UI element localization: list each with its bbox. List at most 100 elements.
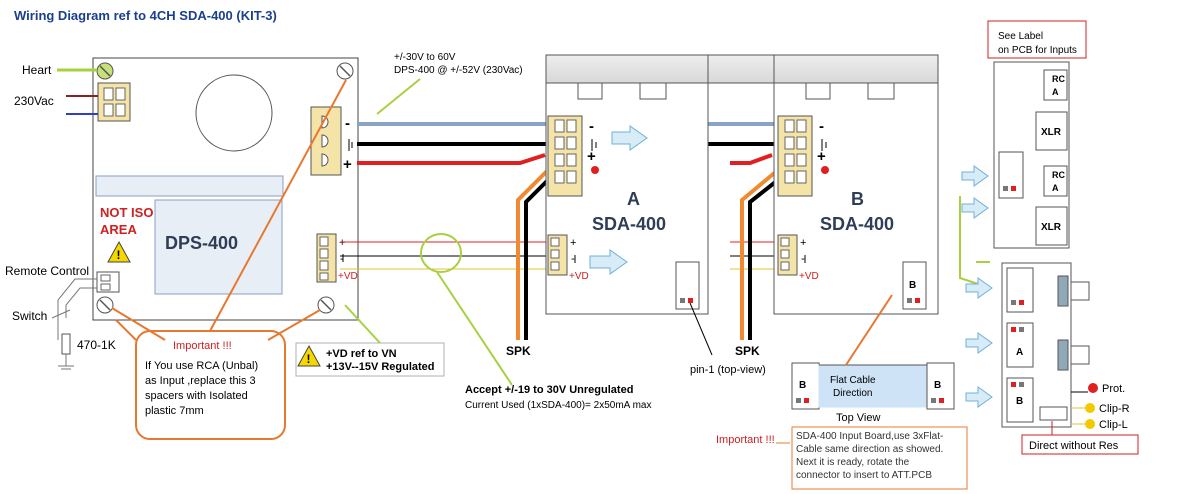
important-note-line: as Input ,replace this 3 [145, 375, 256, 387]
speaker-wires-b [740, 168, 780, 340]
switch-label: Switch [12, 309, 47, 323]
vd-note-line2: +13V--15V Regulated [326, 361, 435, 373]
arrow-right-icon [961, 197, 989, 219]
att-pcb: A B [1001, 262, 1072, 428]
amp-a-letter: A [627, 189, 640, 209]
important-note-title: Important !!! [173, 340, 232, 352]
diagram-title: Wiring Diagram ref to 4CH SDA-400 (KIT-3… [14, 8, 277, 23]
accept-note-line1: Accept +/-19 to 30V Unregulated [465, 384, 633, 396]
amplifier-a-board: - + + - +VD A SDA-400 [545, 54, 709, 315]
spk-label-b: SPK [735, 344, 760, 358]
arrow-right-icon [961, 165, 989, 187]
input-pcb: RC A XLR RC A XLR [993, 61, 1070, 249]
warning-icon: ! [107, 240, 131, 263]
xlr-top-label: XLR [1041, 127, 1062, 138]
svg-text:-: - [819, 118, 824, 135]
vd-wire-bundle [340, 241, 778, 270]
clip-l-label: Clip-L [1099, 419, 1128, 431]
svg-text:-: - [345, 115, 350, 132]
arrow-right-icon [589, 249, 628, 275]
arrow-right-icon [965, 386, 993, 408]
arrow-right-icon [611, 125, 648, 151]
vd-note-box [295, 342, 445, 377]
svg-text:+: + [339, 237, 345, 249]
transformer-circle [195, 74, 273, 152]
important-note-line: plastic 7mm [145, 405, 204, 417]
prot-led-icon [1088, 383, 1098, 393]
label-note-box [987, 20, 1087, 59]
power-wire-bundle [357, 122, 779, 165]
svg-text:+: + [817, 148, 826, 165]
amp-b-letter: B [851, 189, 864, 209]
not-iso-label: NOT ISO [100, 205, 153, 220]
flat-cable-view-label: Top View [836, 412, 880, 424]
amplifier-b-board: - + + - +VD B B SDA-400 [707, 54, 939, 315]
amp-b-vd-label: +VD [799, 271, 819, 282]
amp-a-vd-label: +VD [569, 271, 589, 282]
vd-note-line1: +VD ref to VN [326, 348, 397, 360]
supply-note-line2: DPS-400 @ +/-52V (230Vac) [394, 65, 523, 76]
psu-vd-label: +VD [338, 271, 358, 282]
clip-r-label: Clip-R [1099, 403, 1130, 415]
label-note-line1: See Label [998, 31, 1043, 42]
amp-b-name: SDA-400 [820, 214, 894, 234]
direct-label: Direct without Res [1029, 440, 1119, 452]
screw-icon [96, 296, 114, 314]
important2-line: Next it is ready, rotate the [796, 457, 910, 468]
warning-icon [297, 344, 321, 367]
important2-line: SDA-400 Input Board,use 3xFlat- [796, 431, 943, 442]
att-b-label: B [1016, 396, 1023, 407]
screw-icon [336, 62, 354, 80]
ac-input-connector [97, 82, 131, 122]
rca-top-label: RC [1052, 74, 1065, 84]
arrow-right-icon [965, 332, 993, 354]
direct-label-box [1021, 434, 1139, 455]
svg-text:!: ! [117, 248, 121, 262]
important2-line: connector to insert to ATT.PCB [796, 470, 932, 481]
flat-cable-diagram: B Flat Cable Direction B Top View [791, 362, 955, 424]
important2-title: Important !!! [716, 434, 775, 446]
highlight-circle [420, 233, 462, 273]
svg-text:-: - [571, 253, 575, 265]
resistor-label: 470-1K [77, 338, 116, 352]
flat-cable-b-left: B [799, 380, 806, 391]
screw-icon [96, 62, 114, 80]
vd-output-connector [316, 233, 337, 283]
amp-a-name: SDA-400 [592, 214, 666, 234]
psu-name: DPS-400 [165, 233, 238, 253]
psu-board: DPS-400 NOT ISO AREA ! [92, 57, 359, 321]
not-iso-label-2: AREA [100, 222, 137, 237]
important2-box [791, 426, 968, 490]
resistor-icon [61, 333, 71, 355]
svg-text:B: B [909, 280, 916, 291]
svg-text:!: ! [307, 352, 311, 366]
flat-cable-line1: Flat Cable [830, 375, 876, 386]
flat-cable-b-right: B [934, 380, 941, 391]
clip-r-led-icon [1085, 403, 1095, 413]
screw-icon [317, 296, 335, 314]
xlr-bottom-label: XLR [1041, 222, 1062, 233]
arrow-right-icon [965, 277, 993, 299]
svg-text:+: + [587, 148, 596, 165]
rca-bottom-label-2: A [1052, 183, 1059, 193]
label-note-line2: on PCB for Inputs [998, 45, 1077, 56]
dc-output-connector [310, 106, 342, 176]
att-a-label: A [1016, 347, 1023, 358]
accept-note-line2: Current Used (1xSDA-400)= 2x50mA max [465, 400, 651, 411]
rca-top-label-2: A [1052, 87, 1059, 97]
heart-label: Heart [22, 63, 52, 77]
svg-text:-: - [340, 253, 344, 265]
speaker-wires-a [516, 168, 550, 340]
supply-note-line1: +/-30V to 60V [394, 52, 456, 63]
rca-bottom-label: RC [1052, 170, 1065, 180]
spk-label-a: SPK [506, 344, 531, 358]
svg-text:+: + [343, 156, 352, 173]
svg-text:+: + [570, 237, 576, 249]
prot-label: Prot. [1102, 383, 1125, 395]
ac-label: 230Vac [14, 94, 54, 108]
important-note-line: If You use RCA (Unbal) [145, 360, 258, 372]
svg-text:-: - [589, 118, 594, 135]
important2-line: Cable same direction as showed. [796, 444, 943, 455]
flat-cable-line2: Direction [833, 388, 872, 399]
remote-control-connector [96, 271, 120, 293]
